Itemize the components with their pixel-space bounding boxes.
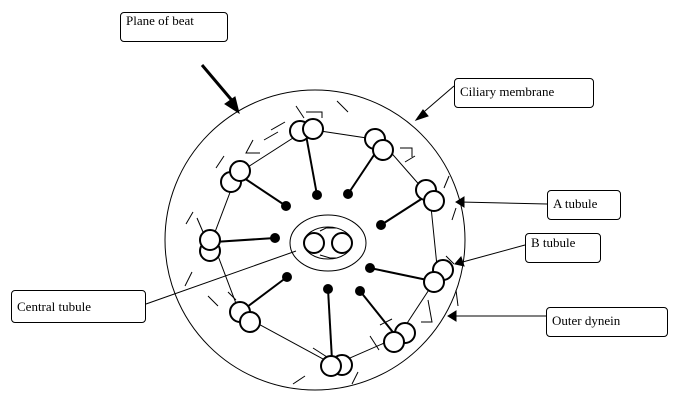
outer-doublet — [199, 229, 221, 262]
radial-spoke — [369, 267, 433, 282]
b-tubule-label: B tubule — [525, 233, 601, 263]
a-tubule-label: A tubule — [547, 190, 621, 220]
radial-spoke — [359, 290, 397, 337]
radial-spoke — [327, 288, 333, 361]
central-sheath-inner — [303, 226, 353, 260]
central-tubule-left — [303, 232, 325, 254]
central-tubule-label: Central tubule — [11, 290, 146, 323]
outer-doublet — [415, 179, 445, 212]
outer-doublet — [320, 354, 353, 377]
ciliary-membrane-label: Ciliary membrane — [454, 78, 594, 108]
radial-spoke — [243, 177, 287, 207]
a-tubule-pointer — [459, 201, 548, 205]
radial-spoke — [347, 151, 377, 195]
membrane-pointer-head — [414, 109, 429, 121]
outer-dynein-label: Outer dynein — [546, 307, 668, 337]
outer-doublet — [383, 322, 416, 353]
radial-spoke — [305, 134, 318, 196]
nexin-links — [211, 128, 439, 366]
radial-spoke — [380, 195, 427, 226]
b-tubule-pointer — [458, 244, 526, 264]
central-bridge-bottom — [319, 254, 336, 259]
outer-doublet — [364, 128, 394, 161]
radial-spoke — [242, 276, 288, 311]
plane-of-beat-arrowhead — [224, 96, 240, 115]
a-tubule-pointer-head — [455, 196, 465, 208]
plane-of-beat-arrow — [200, 64, 237, 105]
central-sheath-outer — [289, 214, 367, 272]
central-tubule-right — [331, 232, 353, 254]
ciliary-membrane-circle — [164, 89, 466, 391]
outer-doublet — [423, 259, 454, 293]
outer-doublet — [220, 160, 251, 193]
plane-of-beat-label: Plane of beat — [120, 12, 228, 42]
outer-doublet — [229, 301, 261, 333]
b-tubule-pointer-head — [454, 256, 465, 267]
radial-spoke — [213, 237, 276, 243]
outer-dynein-pointer-head — [447, 310, 457, 322]
central-bridge-top — [319, 227, 336, 232]
dynein-arms — [184, 100, 459, 385]
central-tubule-pointer — [145, 250, 297, 305]
outer-doublet — [289, 118, 324, 142]
